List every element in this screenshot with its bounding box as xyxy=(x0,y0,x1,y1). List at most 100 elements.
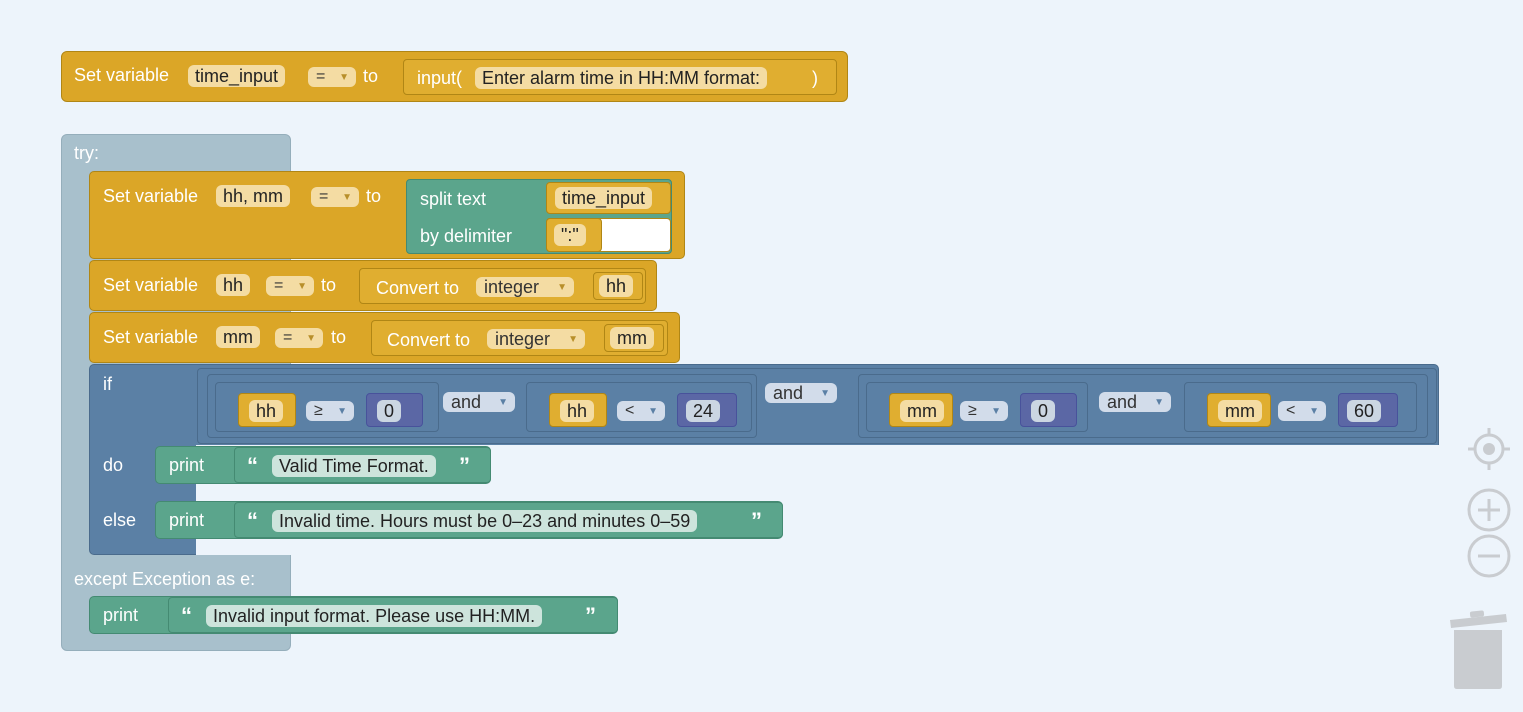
open-quote-icon: “ xyxy=(247,508,258,533)
mm-argument-block[interactable]: mm xyxy=(604,324,664,352)
prompt-text-field[interactable]: Enter alarm time in HH:MM format: xyxy=(475,67,768,89)
split-text-block[interactable]: split text by delimiter time_input ":" xyxy=(406,179,672,254)
text-field[interactable]: Invalid time. Hours must be 0–23 and min… xyxy=(272,510,698,532)
open-quote-icon: “ xyxy=(181,603,192,628)
delimiter-text-block[interactable]: ":" xyxy=(546,218,671,252)
variable-name-field[interactable]: mm xyxy=(216,326,260,348)
to-label: to xyxy=(366,186,382,206)
and-operator-dropdown[interactable]: and▼ xyxy=(443,392,515,412)
delimiter-value-block[interactable]: ":" xyxy=(546,218,602,252)
chevron-down-icon: ▼ xyxy=(648,406,658,417)
mm-variable-block[interactable]: mm xyxy=(889,393,953,427)
close-quote-icon: ” xyxy=(751,508,762,533)
print-label: print xyxy=(169,455,205,475)
input-function-block[interactable]: input( Enter alarm time in HH:MM format:… xyxy=(403,59,837,95)
print-invalid-block[interactable]: print “ Invalid time. Hours must be 0–23… xyxy=(155,501,783,539)
input-label: input( xyxy=(417,68,463,88)
variable-name-field[interactable]: hh xyxy=(216,274,251,296)
set-variable-label: Set variable xyxy=(74,65,170,85)
number-block[interactable]: 0 xyxy=(366,393,423,427)
variable-name-field[interactable]: hh xyxy=(560,400,595,422)
by-delimiter-label: by delimiter xyxy=(420,226,513,246)
type-dropdown[interactable]: integer▼ xyxy=(487,329,585,349)
text-block[interactable]: “ Invalid time. Hours must be 0–23 and m… xyxy=(234,502,783,538)
print-except-block[interactable]: print “ Invalid input format. Please use… xyxy=(89,596,618,634)
else-label: else xyxy=(103,510,137,530)
convert-to-integer-block[interactable]: Convert to integer▼ hh xyxy=(359,268,646,304)
comparison-operator-dropdown[interactable]: ≥▼ xyxy=(960,401,1008,421)
chevron-down-icon: ▼ xyxy=(991,406,1001,417)
comparison-operator-dropdown[interactable]: <▼ xyxy=(1278,401,1326,421)
variable-name-field[interactable]: time_input xyxy=(555,187,653,209)
mm-variable-block[interactable]: mm xyxy=(1207,393,1271,427)
chevron-down-icon: ▼ xyxy=(498,397,508,408)
zoom-out-icon[interactable] xyxy=(1466,533,1512,579)
compare-hh-ge-0[interactable]: hh ≥▼ 0 xyxy=(215,382,439,432)
variable-name-field[interactable]: mm xyxy=(1218,400,1262,422)
comparison-operator-dropdown[interactable]: ≥▼ xyxy=(306,401,354,421)
hh-argument-block[interactable]: hh xyxy=(593,272,643,300)
split-text-label: split text xyxy=(420,189,487,209)
number-block[interactable]: 60 xyxy=(1338,393,1398,427)
chevron-down-icon: ▼ xyxy=(1309,406,1319,417)
print-label: print xyxy=(169,510,205,530)
variable-name-field[interactable]: hh xyxy=(249,400,284,422)
print-valid-block[interactable]: print “ Valid Time Format. ” xyxy=(155,446,491,484)
trash-icon[interactable] xyxy=(1446,608,1510,692)
and-operator-dropdown[interactable]: and▼ xyxy=(765,383,837,403)
try-label: try: xyxy=(74,143,99,163)
operator-dropdown[interactable]: =▼ xyxy=(311,187,359,207)
operator-dropdown[interactable]: =▼ xyxy=(308,67,356,87)
compare-mm-lt-60[interactable]: mm <▼ 60 xyxy=(1184,382,1417,432)
time-input-variable-block[interactable]: time_input xyxy=(546,182,671,214)
number-block[interactable]: 24 xyxy=(677,393,737,427)
operator-dropdown[interactable]: =▼ xyxy=(266,276,314,296)
operator-dropdown[interactable]: =▼ xyxy=(275,328,323,348)
to-label: to xyxy=(321,275,337,295)
variable-name-field[interactable]: time_input xyxy=(188,65,286,87)
convert-to-integer-block[interactable]: Convert to integer▼ mm xyxy=(371,320,668,356)
compare-hh-lt-24[interactable]: hh <▼ 24 xyxy=(526,382,752,432)
and-condition-left[interactable]: hh ≥▼ 0 and▼ hh <▼ xyxy=(207,374,757,438)
do-label: do xyxy=(103,455,124,475)
number-field[interactable]: 24 xyxy=(686,400,721,422)
hh-variable-block[interactable]: hh xyxy=(549,393,607,427)
variable-name-field[interactable]: hh xyxy=(599,275,634,297)
set-variable-time-input-block[interactable]: Set variable time_input =▼ to input( Ent… xyxy=(61,51,848,102)
number-field[interactable]: 0 xyxy=(1031,400,1056,422)
variable-name-field[interactable]: hh, mm xyxy=(216,185,291,207)
comparison-operator-dropdown[interactable]: <▼ xyxy=(617,401,665,421)
set-variable-hh-block[interactable]: Set variable hh =▼ to Convert to integer… xyxy=(89,260,657,311)
if-label: if xyxy=(103,374,112,394)
to-label: to xyxy=(331,327,347,347)
chevron-down-icon: ▼ xyxy=(342,192,352,203)
and-operator-dropdown[interactable]: and▼ xyxy=(1099,392,1171,412)
chevron-down-icon: ▼ xyxy=(557,282,567,293)
number-block[interactable]: 0 xyxy=(1020,393,1077,427)
and-condition-right[interactable]: mm ≥▼ 0 and▼ mm <▼ xyxy=(858,374,1428,438)
compare-mm-ge-0[interactable]: mm ≥▼ 0 xyxy=(866,382,1088,432)
and-condition-outer[interactable]: hh ≥▼ 0 and▼ hh <▼ xyxy=(197,368,1437,444)
hh-variable-block[interactable]: hh xyxy=(238,393,296,427)
crosshair-icon[interactable] xyxy=(1466,426,1512,472)
close-quote-icon: ” xyxy=(459,453,470,478)
zoom-in-icon[interactable] xyxy=(1466,487,1512,533)
convert-to-label: Convert to xyxy=(376,278,460,298)
variable-name-field[interactable]: mm xyxy=(610,327,654,349)
variable-name-field[interactable]: mm xyxy=(900,400,944,422)
text-field[interactable]: Valid Time Format. xyxy=(272,455,436,477)
open-quote-icon: “ xyxy=(247,453,258,478)
chevron-down-icon: ▼ xyxy=(339,72,349,83)
set-variable-label: Set variable xyxy=(103,275,199,295)
set-variable-hh-mm-block[interactable]: Set variable hh, mm =▼ to split text by … xyxy=(89,171,685,259)
set-variable-mm-block[interactable]: Set variable mm =▼ to Convert to integer… xyxy=(89,312,680,363)
text-field[interactable]: Invalid input format. Please use HH:MM. xyxy=(206,605,543,627)
number-field[interactable]: 0 xyxy=(377,400,402,422)
number-field[interactable]: 60 xyxy=(1347,400,1382,422)
chevron-down-icon: ▼ xyxy=(1154,397,1164,408)
type-dropdown[interactable]: integer▼ xyxy=(476,277,574,297)
text-block[interactable]: “ Valid Time Format. ” xyxy=(234,447,491,483)
text-block[interactable]: “ Invalid input format. Please use HH:MM… xyxy=(168,597,618,633)
delimiter-field[interactable]: ":" xyxy=(554,224,586,246)
